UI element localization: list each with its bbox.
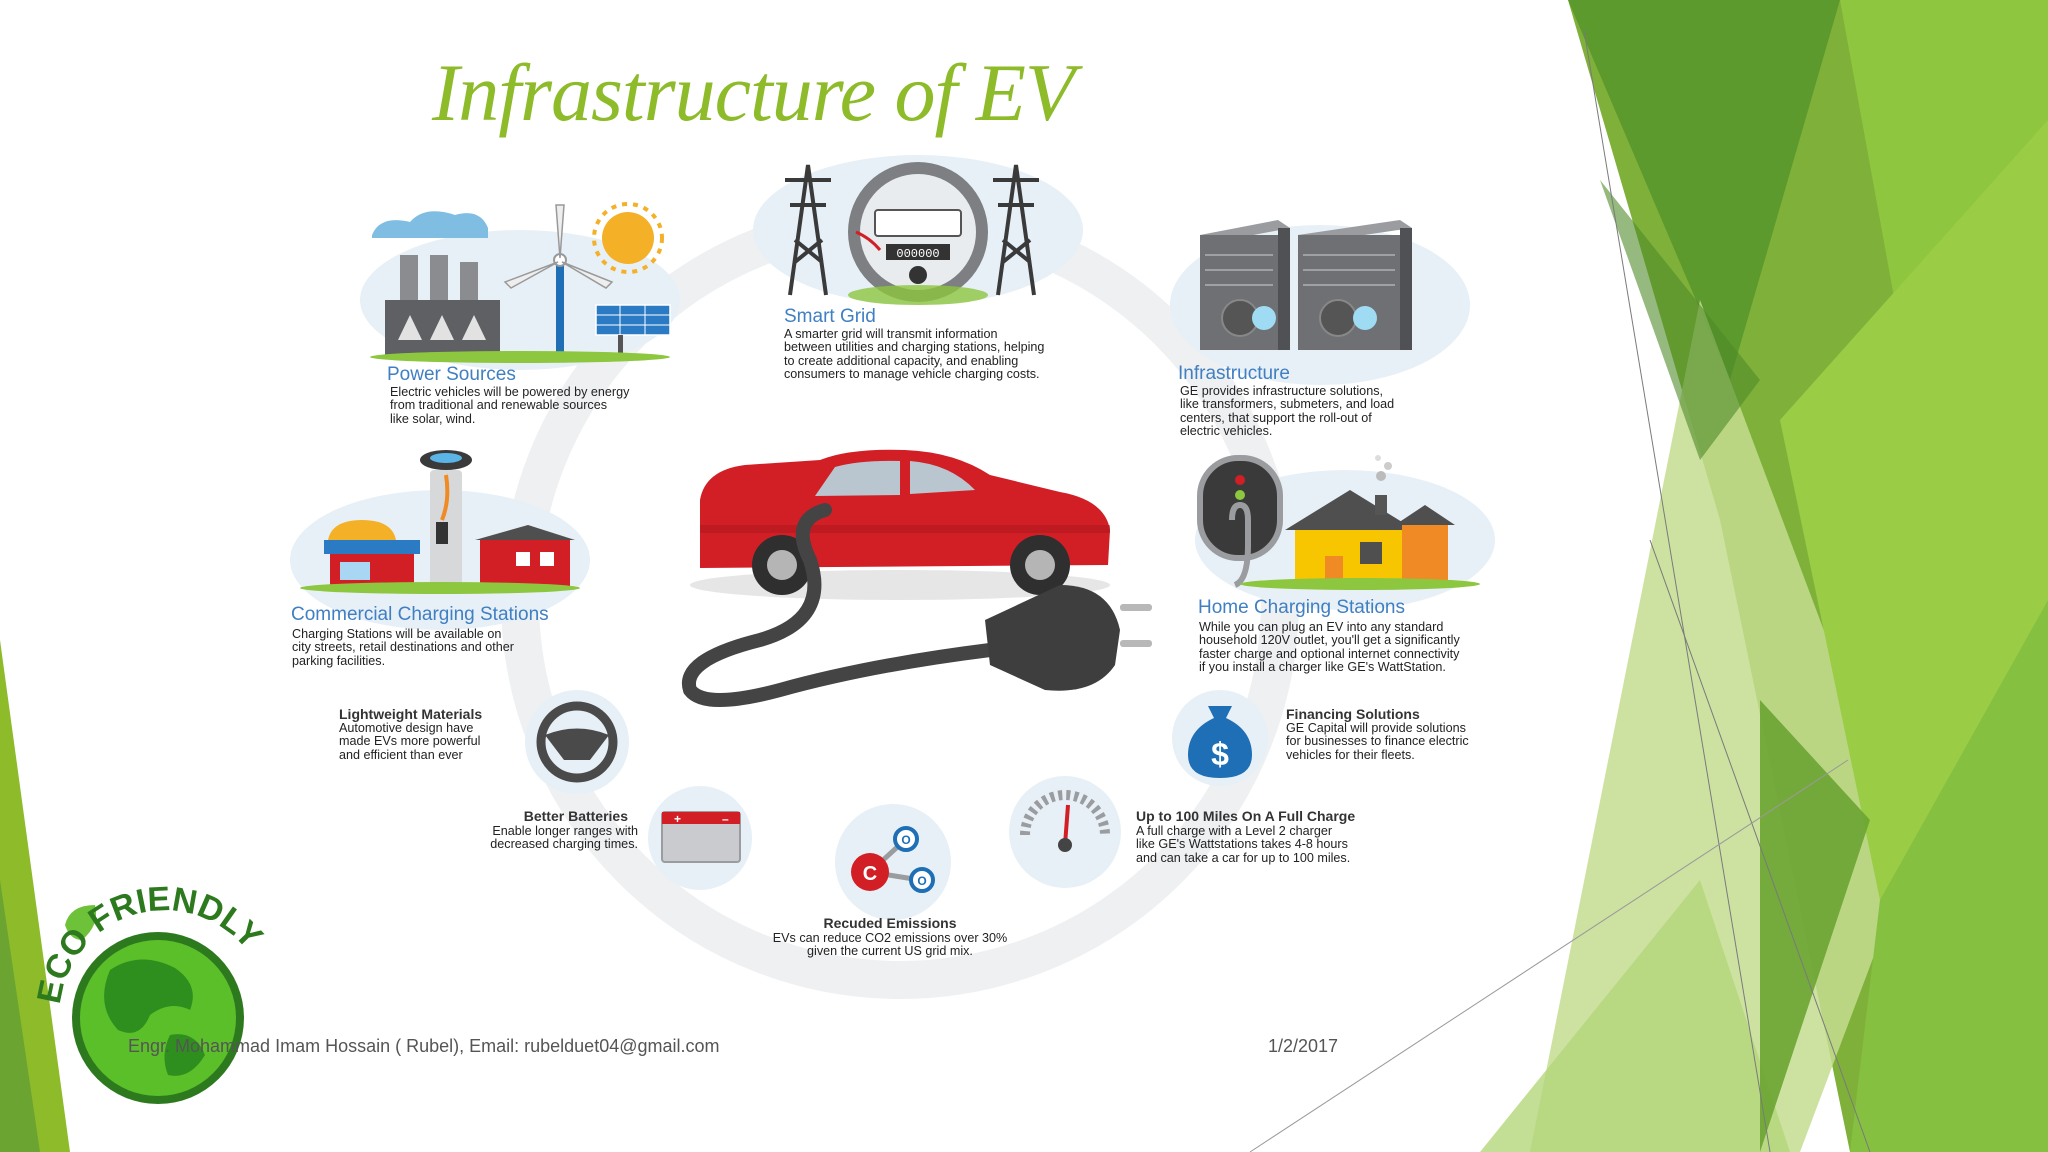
power-sources-title: Power Sources xyxy=(387,364,516,385)
footer-date: 1/2/2017 xyxy=(1268,1036,1339,1056)
power-sources-desc: Electric vehicles will be powered by ene… xyxy=(390,385,630,426)
electric-car-illustration xyxy=(681,449,1152,707)
svg-text:+: + xyxy=(674,812,681,826)
dollar-symbol: $ xyxy=(1211,736,1229,772)
eco-friendly-logo: ECO FRIENDLY xyxy=(30,880,270,1104)
smart-grid-title: Smart Grid xyxy=(784,306,876,327)
smart-grid-illustration: 000000 xyxy=(753,155,1083,305)
meter-display: 000000 xyxy=(896,247,939,261)
commercial-charging-title: Commercial Charging Stations xyxy=(291,604,549,625)
better-batteries-title: Better Batteries xyxy=(523,808,628,824)
co2-molecule-icon: C O O xyxy=(835,804,951,920)
red-house-icon xyxy=(475,525,575,586)
wind-turbine-icon xyxy=(503,204,614,358)
battery-icon: + – xyxy=(648,786,752,890)
left-green-facets xyxy=(0,640,70,1152)
charging-cable xyxy=(681,503,997,707)
server-cabinet-right-icon xyxy=(1298,220,1412,350)
home-house-icon xyxy=(1285,455,1455,582)
money-bag-icon: $ xyxy=(1172,690,1268,786)
server-cabinet-left-icon xyxy=(1200,220,1290,350)
speedometer-icon xyxy=(1009,776,1121,888)
up-to-100-miles-title: Up to 100 Miles On A Full Charge xyxy=(1136,808,1356,824)
lightweight-materials-desc: Automotive design have made EVs more pow… xyxy=(339,721,481,762)
lightweight-materials-title: Lightweight Materials xyxy=(339,706,483,722)
steering-wheel-icon xyxy=(525,690,629,794)
slide-title: Infrastructure of EV xyxy=(432,47,1075,138)
home-charging-illustration xyxy=(1195,455,1495,610)
power-tower-left-icon xyxy=(785,164,831,296)
infrastructure-illustration xyxy=(1170,220,1470,385)
commercial-charging-illustration xyxy=(290,450,590,630)
charging-post-icon xyxy=(420,450,472,590)
financing-title: Financing Solutions xyxy=(1286,706,1420,722)
carbon-atom-label: C xyxy=(863,863,877,885)
solar-panel-icon xyxy=(595,304,671,357)
smart-grid-desc: A smarter grid will transmit information… xyxy=(784,327,1045,382)
electric-meter-icon: 000000 xyxy=(848,162,988,302)
commercial-charging-desc: Charging Stations will be available on c… xyxy=(292,627,514,668)
factory-icon xyxy=(385,255,500,355)
shop-building-icon xyxy=(324,520,420,586)
home-charging-desc: While you can plug an EV into any standa… xyxy=(1199,620,1460,675)
reduced-emissions-title: Recuded Emissions xyxy=(823,915,957,931)
reduced-emissions-desc: EVs can reduce CO2 emissions over 30% gi… xyxy=(772,931,1008,959)
power-tower-right-icon xyxy=(993,164,1039,296)
infrastructure-title: Infrastructure xyxy=(1178,363,1290,384)
oxygen-atom-label-2: O xyxy=(917,874,926,888)
svg-text:–: – xyxy=(722,812,729,826)
financing-desc: GE Capital will provide solutions for bu… xyxy=(1286,721,1469,762)
wall-charger-icon xyxy=(1197,455,1283,588)
footer-author: Engr. Mohammad Imam Hossain ( Rubel), Em… xyxy=(128,1036,720,1056)
home-charging-title: Home Charging Stations xyxy=(1198,597,1405,618)
up-to-100-miles-desc: A full charge with a Level 2 charger lik… xyxy=(1136,824,1351,865)
infrastructure-desc: GE provides infrastructure solutions, li… xyxy=(1180,384,1395,439)
oxygen-atom-label-1: O xyxy=(901,833,910,847)
cloud-icon xyxy=(372,211,488,238)
right-green-facets xyxy=(1249,0,2048,1152)
power-sources-illustration xyxy=(360,202,680,370)
better-batteries-desc: Enable longer ranges with decreased char… xyxy=(490,824,638,852)
plug-icon xyxy=(985,585,1152,691)
sun-icon xyxy=(592,202,664,274)
